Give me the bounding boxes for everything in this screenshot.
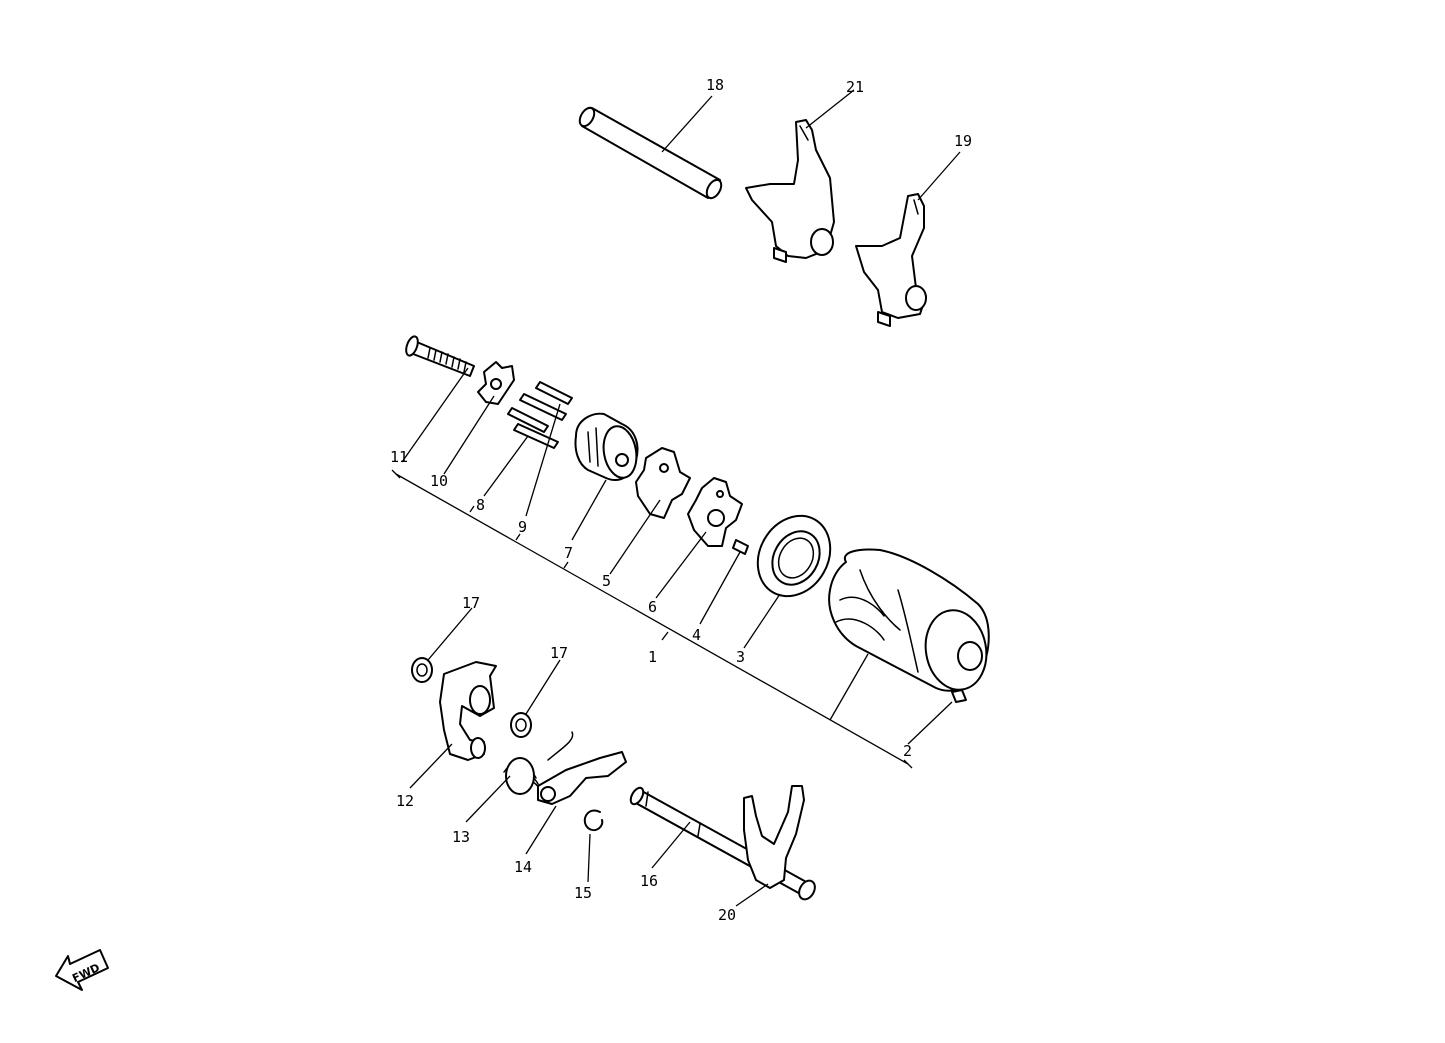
part-19-shift-fork [855,193,927,327]
callout-16: 16 [640,872,658,890]
part-17-circlip-upper [411,657,433,683]
callout-12: 12 [396,792,414,810]
callout-6: 6 [648,598,657,616]
callout-5: 5 [602,572,611,590]
part-3-bearing [756,514,832,598]
callout-18: 18 [706,76,724,94]
callout-7: 7 [564,544,573,562]
callout-10: 10 [430,472,448,490]
part-4-dowel-pin [732,539,749,555]
callout-14: 14 [514,858,532,876]
callout-13: 13 [452,828,470,846]
callout-8: 8 [476,496,485,514]
leader-lines [391,89,961,907]
part-11-screw [405,335,475,377]
fwd-arrow-icon: FWD [55,949,109,991]
part-17-circlip-lower [510,712,532,738]
part-8-9-pins [507,381,573,449]
part-18-fork-shaft [578,106,723,200]
part-7-segment [574,412,639,481]
part-14-shift-arm [537,751,627,805]
part-13-spring [503,731,574,795]
part-10-stopper-plate [477,361,515,405]
callout-17-lower: 17 [550,644,568,662]
callout-20: 20 [718,906,736,924]
callout-17-upper: 17 [462,594,480,612]
part-15-clip [583,809,604,832]
part-1-shift-drum [828,548,990,703]
callout-3: 3 [736,648,745,666]
part-12-shift-lever [439,661,497,761]
callout-4: 4 [692,626,701,644]
part-5-star-plate [635,447,691,519]
callout-15: 15 [574,884,592,902]
callout-2: 2 [903,742,912,760]
part-20-shift-fork [743,785,805,889]
callout-labels: 1 2 3 4 5 6 7 8 9 10 11 12 13 14 15 16 1… [390,76,972,924]
part-6-star-plate [687,477,743,547]
callout-1: 1 [648,648,657,666]
callout-21: 21 [846,78,864,96]
callout-11: 11 [390,448,408,466]
part-21-shift-fork [745,119,835,263]
callout-9: 9 [518,518,527,536]
callout-19: 19 [954,132,972,150]
